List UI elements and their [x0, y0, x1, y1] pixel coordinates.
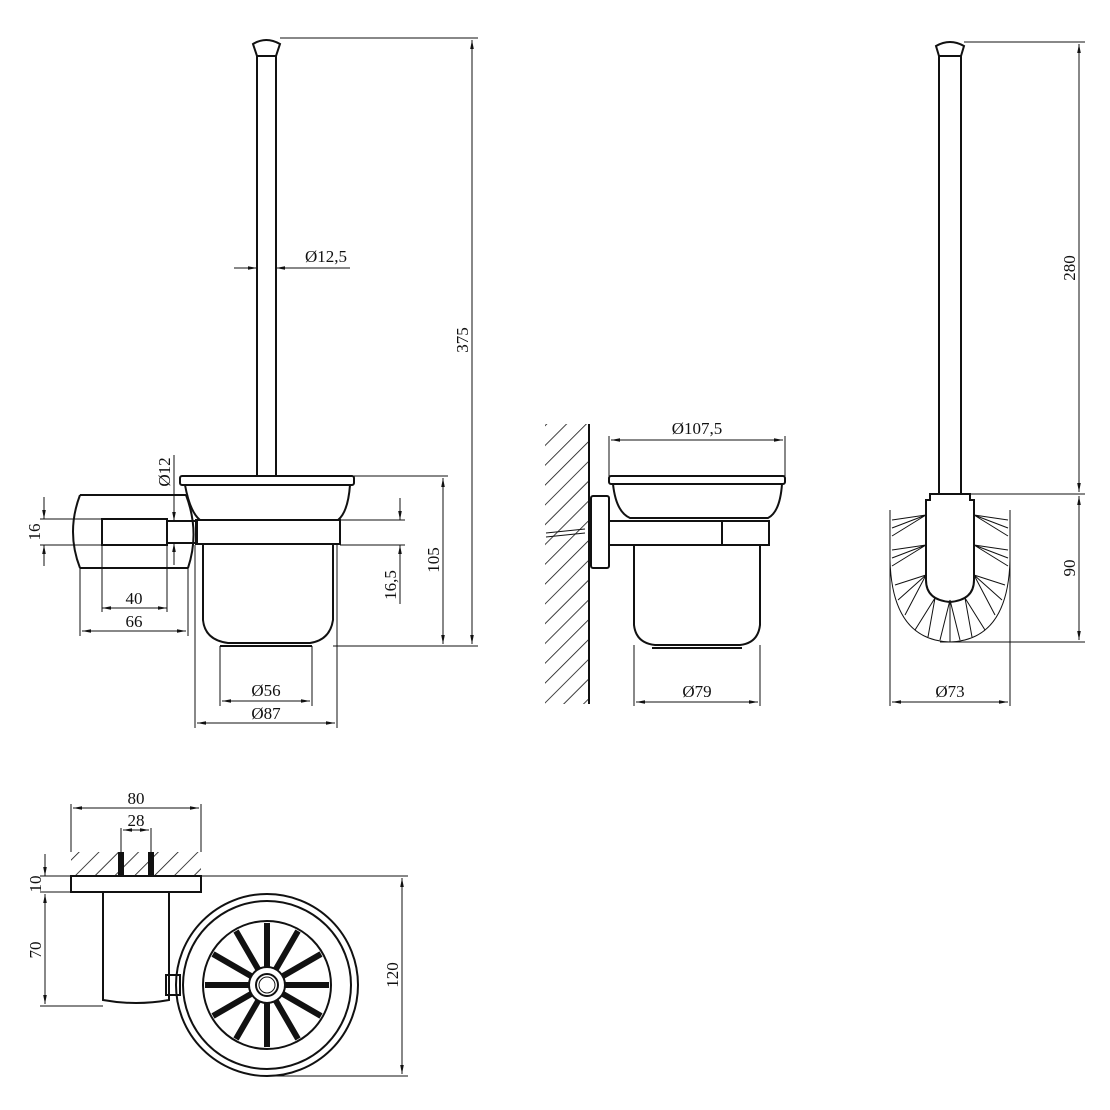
- wall-hatch: [545, 424, 589, 704]
- front-view: 375 105 16,5 16 Ø12 40: [25, 37, 478, 728]
- side-cup: [633, 545, 761, 646]
- brush-dimensions: 280 90 Ø73: [889, 41, 1085, 706]
- dim-cup-base-diameter: Ø56: [251, 681, 280, 700]
- dim-cup-diameter: Ø87: [251, 704, 281, 723]
- dim-screw-spacing: 28: [128, 811, 145, 830]
- top-arm: [102, 892, 170, 1004]
- top-view: 80 28 10 70 120: [26, 789, 408, 1077]
- dim-handle-diameter: Ø12,5: [305, 247, 347, 266]
- dim-brush-handle-length: 280: [1060, 255, 1079, 281]
- side-arm: [608, 520, 770, 546]
- dim-brush-diameter: Ø73: [935, 682, 964, 701]
- dim-bracket-outer-length: 66: [126, 612, 143, 631]
- wall-bracket: [72, 494, 198, 569]
- dim-total-depth: 120: [383, 962, 402, 988]
- side-tray-rim: [608, 475, 786, 485]
- brush-handle: [251, 39, 282, 476]
- dim-bracket-inner-length: 40: [126, 589, 143, 608]
- brush-core: [925, 493, 975, 604]
- brush-view: 280 90 Ø73: [889, 41, 1085, 706]
- cup-top: [175, 893, 359, 1077]
- wall-plate: [590, 495, 610, 569]
- top-wall-plate: [70, 875, 202, 893]
- dim-plate-thickness: 10: [26, 876, 45, 893]
- dim-plate-width: 80: [128, 789, 145, 808]
- cup: [202, 545, 334, 644]
- front-dimensions: 375 105 16,5 16 Ø12 40: [25, 37, 478, 728]
- dim-holder-height: 105: [424, 547, 443, 573]
- dim-overall-height: 375: [453, 327, 472, 353]
- tray: [179, 475, 355, 521]
- dim-arm-length: 70: [26, 942, 45, 959]
- side-view: Ø107,5 Ø79: [545, 419, 786, 706]
- dim-bracket-offset: 16,5: [381, 570, 400, 600]
- brush-handle-section: [938, 55, 962, 495]
- dim-tray-diameter: Ø107,5: [672, 419, 723, 438]
- dim-rod-diameter: Ø12: [155, 457, 174, 486]
- side-dimensions: Ø107,5 Ø79: [608, 419, 786, 706]
- dim-brush-head-height: 90: [1060, 560, 1079, 577]
- top-wall-hatch: [71, 852, 201, 876]
- bristles: [889, 510, 1011, 643]
- top-dimensions: 80 28 10 70 120: [26, 789, 408, 1077]
- dim-side-cup-diameter: Ø79: [682, 682, 711, 701]
- ring: [195, 519, 341, 545]
- dim-bracket-height: 16: [25, 524, 44, 541]
